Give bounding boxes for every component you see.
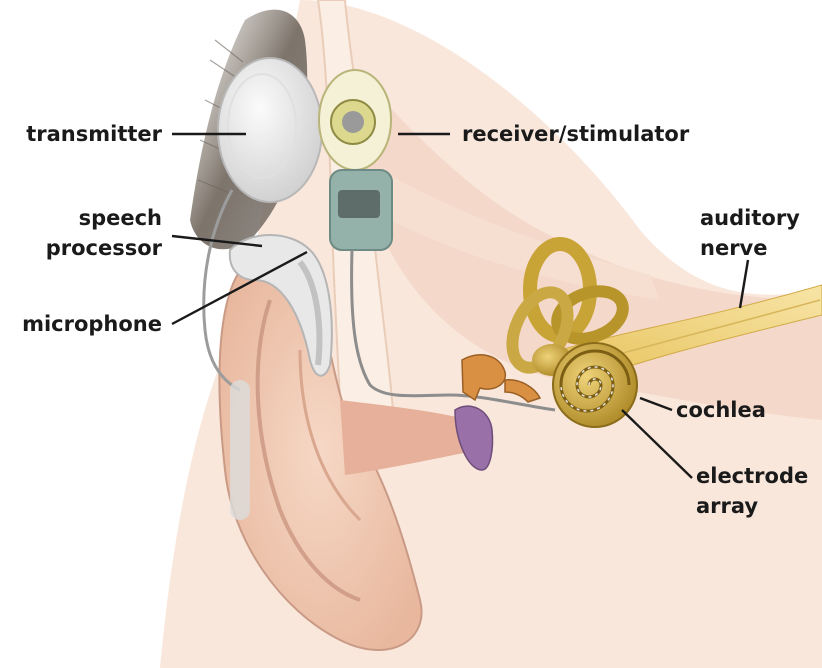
transmitter-label: transmitter bbox=[0, 122, 162, 147]
speech-processor-label-line2: processor bbox=[0, 236, 162, 261]
speech-processor-label-line1: speech bbox=[0, 206, 162, 231]
auditory-nerve-label-line2: nerve bbox=[700, 236, 767, 261]
auditory-nerve-label-line1: auditory bbox=[700, 206, 800, 231]
cochlea-label: cochlea bbox=[676, 398, 766, 423]
electrode-array-label-line2: array bbox=[696, 494, 758, 519]
electrode-array-label-line1: electrode bbox=[696, 464, 808, 489]
microphone-label: microphone bbox=[0, 312, 162, 337]
transmitter-device bbox=[218, 58, 322, 202]
cochlea-organ bbox=[553, 343, 637, 427]
receiver-stimulator-label: receiver/stimulator bbox=[462, 122, 689, 147]
